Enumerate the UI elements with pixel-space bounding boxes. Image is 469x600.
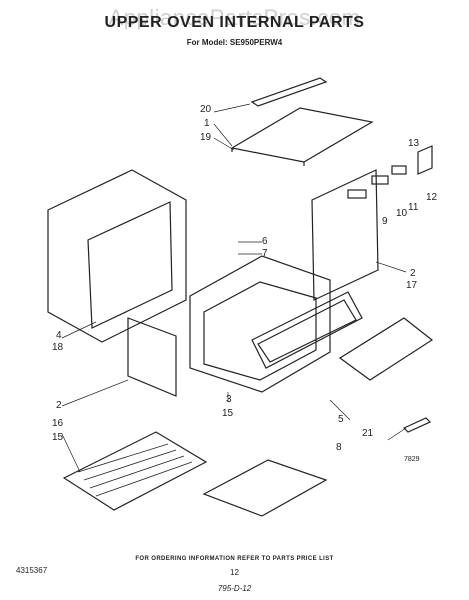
handle-part	[402, 417, 432, 433]
callout-17: 17	[406, 280, 418, 291]
callout-6: 6	[262, 236, 268, 247]
diagram-code: 7829	[404, 456, 420, 463]
callout-1: 1	[204, 118, 210, 129]
oven-rack-part	[62, 431, 208, 511]
callout-10: 10	[396, 208, 408, 219]
door-frame-part	[251, 291, 363, 369]
model-subtitle: For Model: SE950PERW4	[186, 38, 283, 47]
callout-15-center: 15	[222, 408, 234, 419]
broil-pan-part	[202, 459, 328, 517]
callout-2-left: 2	[56, 400, 62, 411]
side-frame-part	[47, 169, 187, 343]
bracket-part	[417, 145, 433, 175]
callout-18: 18	[52, 342, 64, 353]
igniter-part	[347, 189, 367, 199]
callout-7: 7	[262, 248, 268, 259]
handwritten-note: 795-D-12	[217, 584, 252, 593]
callout-3: 3	[226, 394, 232, 405]
top-strip-part	[250, 77, 328, 107]
callout-4: 4	[56, 330, 62, 341]
callout-8: 8	[336, 442, 342, 453]
callout-12: 12	[426, 192, 438, 203]
callout-9: 9	[382, 216, 388, 227]
side-shield-part	[127, 317, 177, 397]
doc-number: 4315367	[16, 566, 48, 575]
glass-panel-part	[338, 317, 434, 381]
callout-20: 20	[200, 104, 212, 115]
rear-panel-part	[311, 169, 379, 301]
callout-19: 19	[200, 132, 212, 143]
callout-13: 13	[408, 138, 420, 149]
ordering-note: FOR ORDERING INFORMATION REFER TO PARTS …	[135, 556, 334, 562]
callout-21: 21	[362, 428, 374, 439]
top-panel-part	[230, 107, 374, 163]
page-title: UPPER OVEN INTERNAL PARTS	[104, 14, 365, 31]
oven-cavity-part	[189, 255, 331, 393]
callout-15-left: 15	[52, 432, 64, 443]
callout-5: 5	[338, 414, 344, 425]
callout-2-top: 2	[410, 268, 416, 279]
page-number: 12	[230, 568, 239, 577]
callout-11: 11	[408, 202, 419, 213]
watermark: AppliancePartsPros.com	[108, 5, 361, 30]
callout-16: 16	[52, 418, 64, 429]
